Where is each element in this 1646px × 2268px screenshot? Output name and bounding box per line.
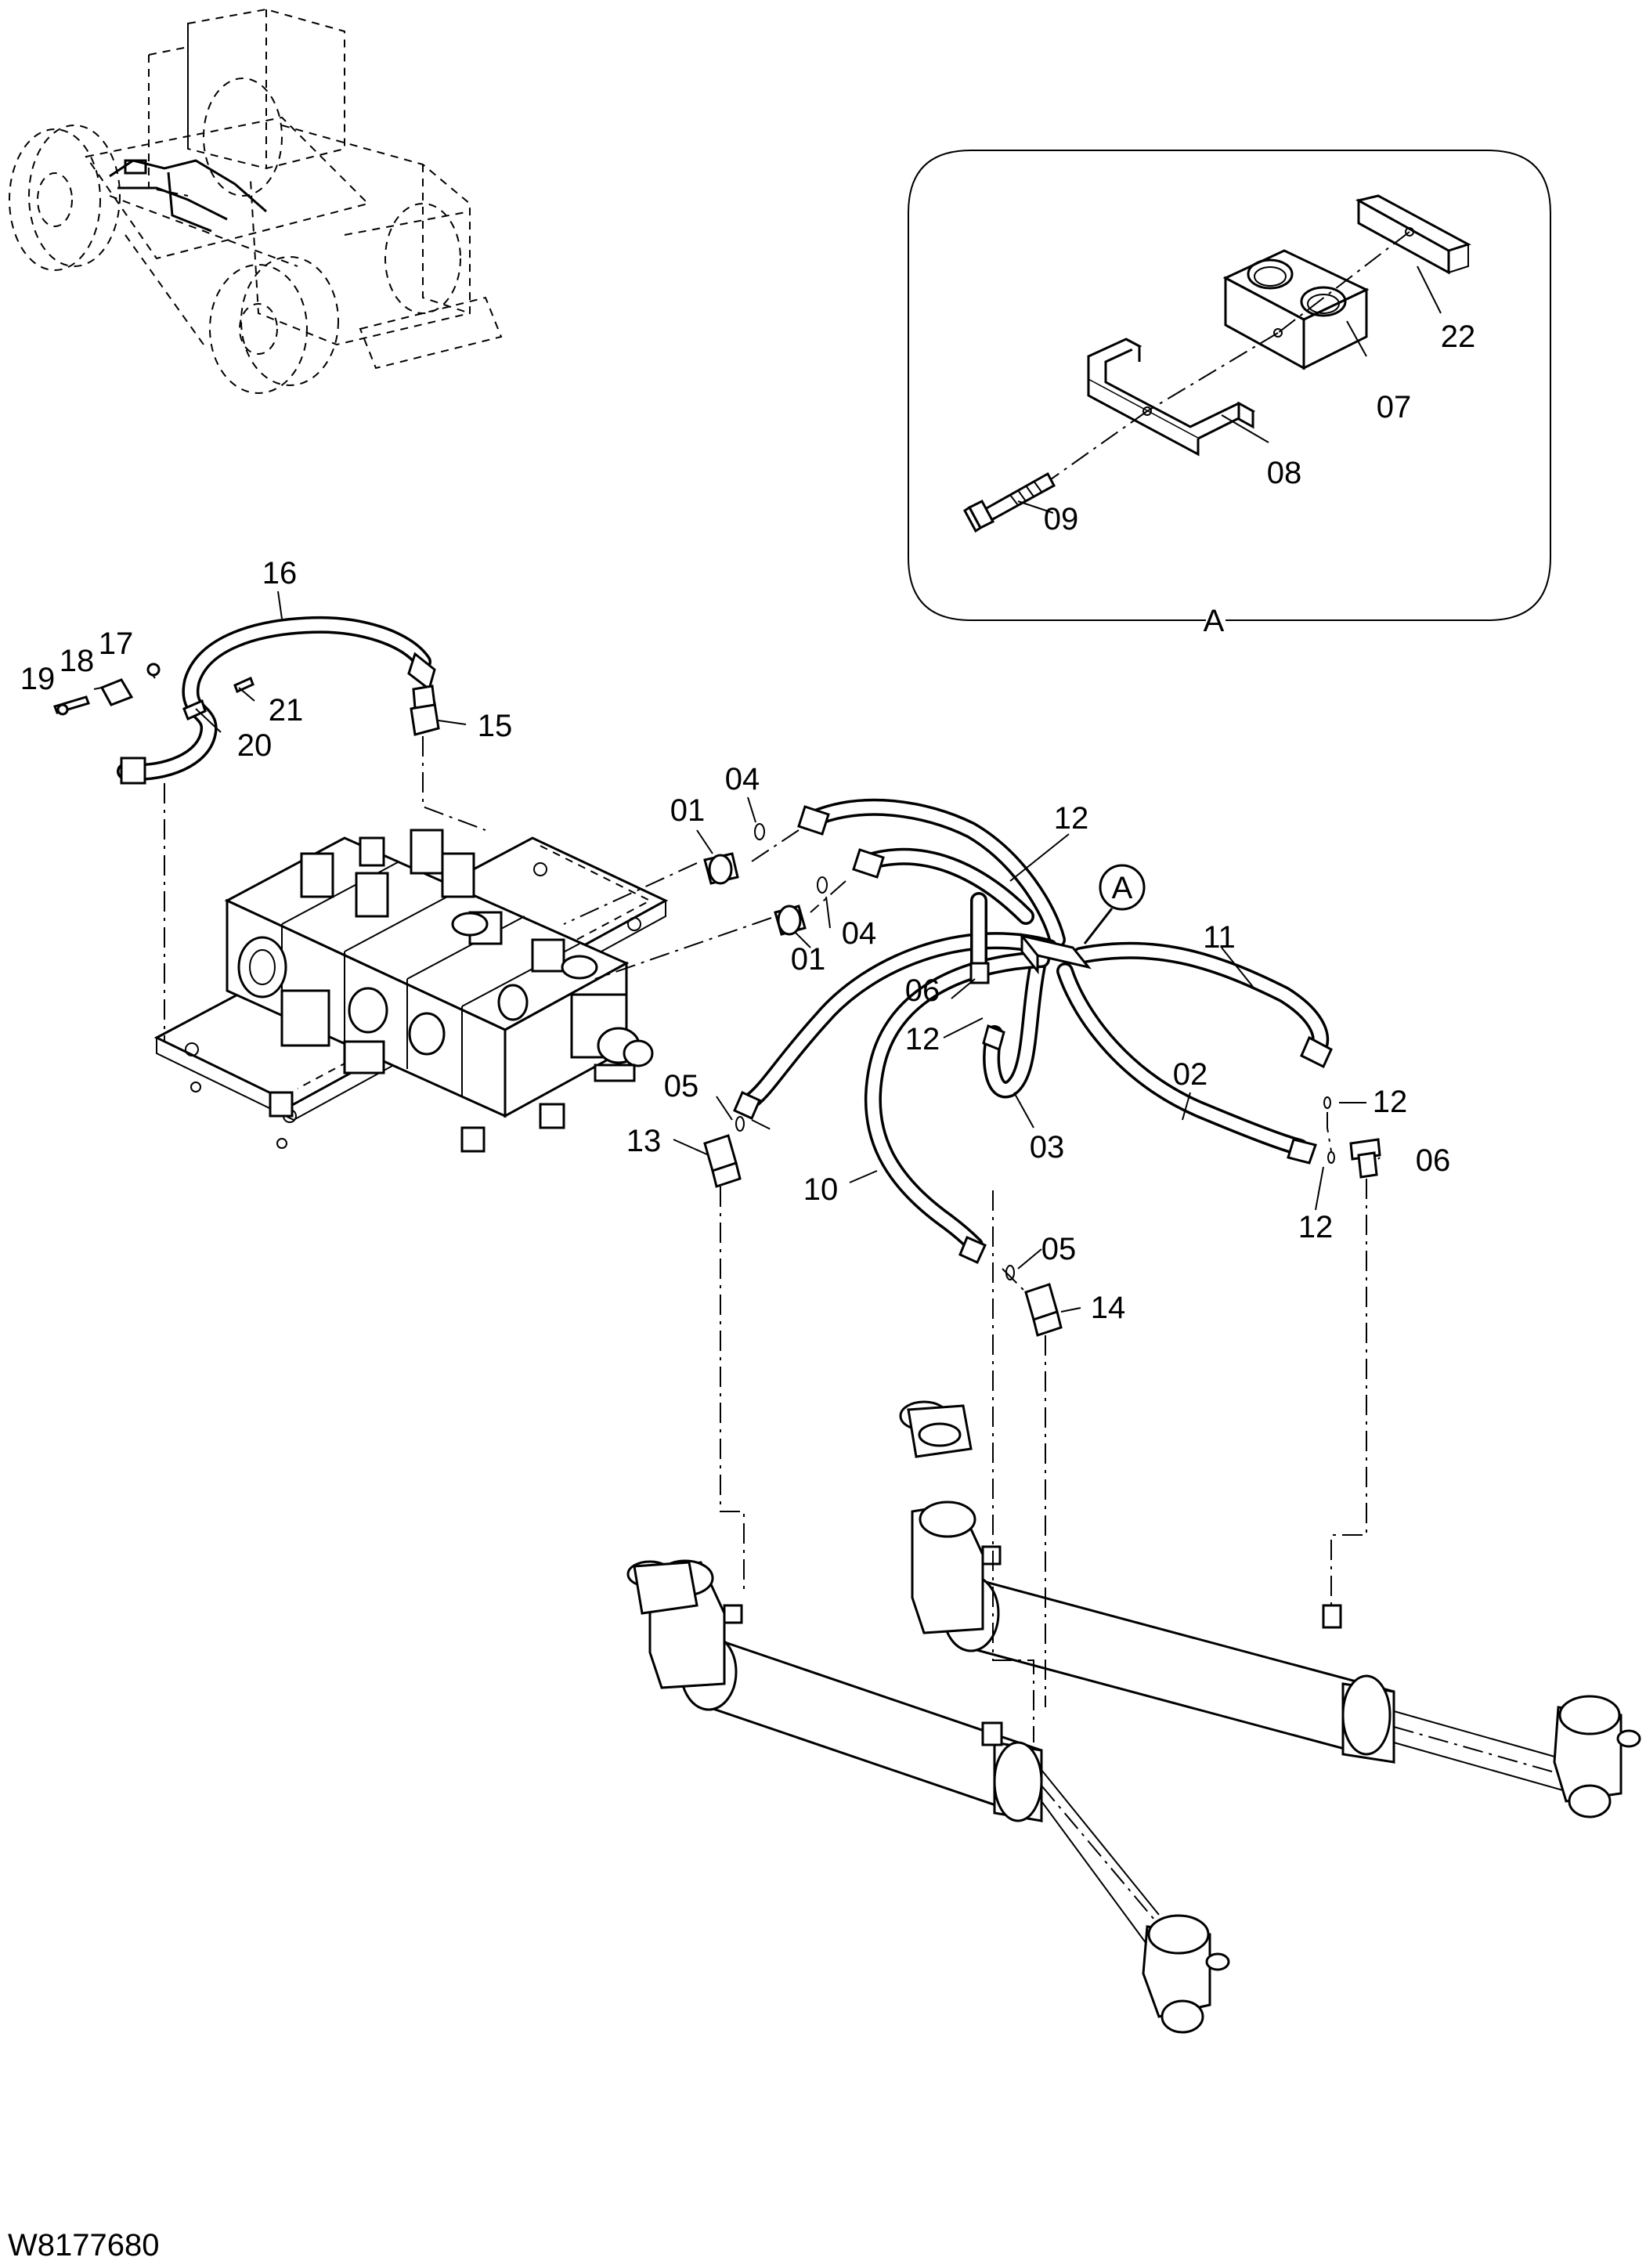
elbow-14 [1024,1283,1063,1337]
part-callouts: 22 07 08 09 16 17 18 19 21 20 15 01 04 0… [20,320,1476,1325]
part-callout: 06 [905,973,940,1008]
part-callout: 10 [803,1172,839,1207]
part-callout: 12 [1298,1210,1334,1244]
part-callout: 12 [1373,1085,1408,1119]
steering-cylinder-left [626,1559,1230,2034]
control-valve-assembly [153,829,669,1153]
part-callout: 02 [1173,1057,1208,1092]
tee-06-right [1349,1138,1381,1179]
detail-clamp-plate [1355,194,1471,275]
detail-a-callout-balloon: A [1099,864,1146,911]
pilot-hose-16 [117,616,436,785]
part-callout: 08 [1267,456,1302,490]
detail-clamp-body [1222,249,1370,370]
part-callout: 11 [1203,920,1236,955]
part-callout: 05 [664,1069,699,1103]
detail-u-bracket [1087,338,1256,457]
part-callout: 21 [269,693,304,728]
fittings-01-04 [703,823,828,936]
part-callout: 09 [1044,502,1079,536]
fitting-15 [410,684,440,736]
part-callout: 15 [478,709,513,743]
part-callout: 06 [1416,1143,1451,1178]
part-callout: 17 [99,627,134,661]
part-callout: 12 [905,1022,940,1056]
part-callout: 20 [237,728,273,763]
assembly-centerlines [164,736,1367,1743]
detail-bolt [963,471,1056,533]
part-callout: 04 [725,762,760,796]
part-callout: 13 [626,1124,662,1158]
hose-bundle [733,798,1333,1264]
machine-overview-thumbnail [9,8,503,394]
part-callout: 07 [1377,390,1412,424]
part-callout: 01 [670,793,706,828]
drawing-number: W8177680 [8,2228,159,2263]
part-callout: 16 [262,556,298,590]
part-callout: 05 [1041,1232,1077,1266]
part-callout: 12 [1054,801,1089,836]
leader-lines [195,265,1442,1313]
hose-clamp-parts [53,663,254,721]
detail-a-title: A [1204,604,1225,638]
detail-centerlines [1050,231,1410,480]
detail-a-frame [908,150,1551,621]
drawing-number-text: W8177680 [8,2228,159,2263]
steering-cylinder-right [899,1400,1641,1818]
part-callout: 22 [1441,320,1476,354]
detail-a-callout-text: A [1112,871,1133,905]
part-callout: 04 [842,916,877,951]
part-callout: 14 [1091,1291,1126,1325]
elbow-13 [703,1134,742,1188]
part-callout: 01 [791,942,826,977]
detail-a-title-text: A [1204,604,1225,638]
part-callout: 03 [1030,1130,1065,1165]
part-callout: 18 [60,644,95,678]
part-callout: 19 [20,662,56,696]
